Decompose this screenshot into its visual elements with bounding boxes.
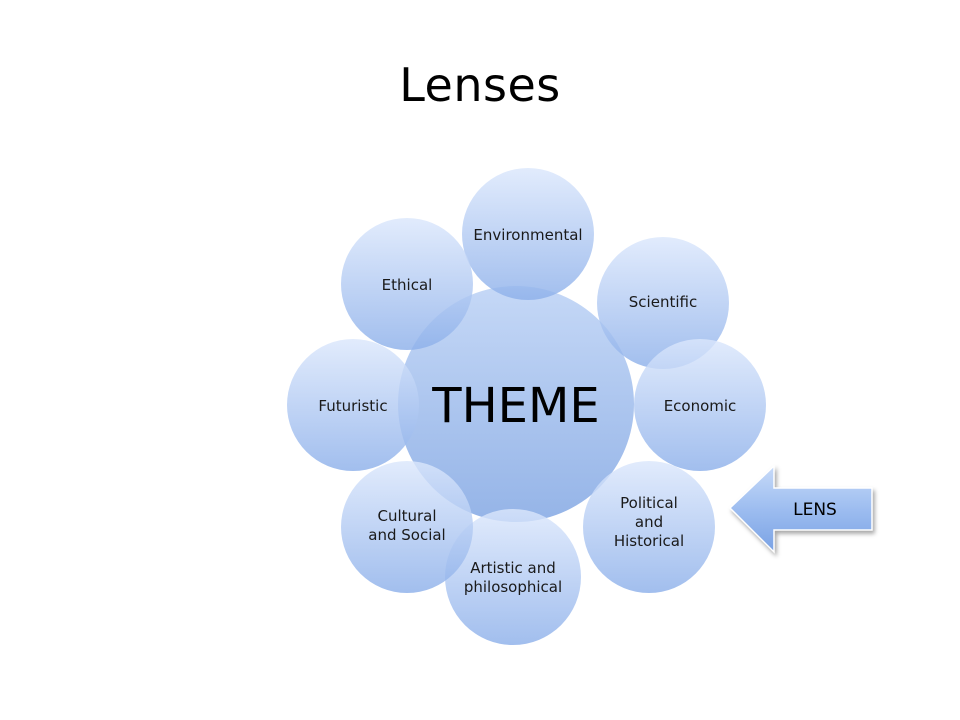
theme-label: THEME (431, 378, 599, 434)
lens-circle-cultural-social (341, 461, 473, 593)
lens-circle-ethical (341, 218, 473, 350)
left-arrow-icon (728, 464, 873, 554)
lens-environmental: Environmental (462, 168, 594, 300)
lens-label-ethical: Ethical (382, 276, 433, 294)
lens-circle-scientific (597, 237, 729, 369)
lens-label-economic: Economic (664, 397, 737, 415)
lens-label-artistic-philosophical: philosophical (464, 578, 562, 596)
lens-circle-economic (634, 339, 766, 471)
lens-futuristic: Futuristic (287, 339, 419, 471)
lens-label-scientific: Scientific (629, 293, 697, 311)
lens-circle-environmental (462, 168, 594, 300)
theme-circle (398, 286, 634, 522)
lens-callout: LENS (728, 464, 873, 554)
lens-circle-political-historical (583, 461, 715, 593)
lens-label-political-historical: and (635, 513, 663, 531)
lens-label-cultural-social: Cultural (377, 507, 436, 525)
lens-label-political-historical: Political (620, 494, 678, 512)
lens-circles: EnvironmentalScientificEconomicPolitical… (287, 168, 766, 645)
lens-label-artistic-philosophical: Artistic and (470, 559, 556, 577)
lens-label-environmental: Environmental (473, 226, 582, 244)
lens-circle-artistic-philosophical (445, 509, 581, 645)
theme-circle-group (398, 286, 634, 522)
slide-title: Lenses (399, 58, 561, 112)
lens-scientific: Scientific (597, 237, 729, 369)
lens-ethical: Ethical (341, 218, 473, 350)
lens-circle-futuristic (287, 339, 419, 471)
lens-label-futuristic: Futuristic (318, 397, 387, 415)
lens-label-political-historical: Historical (614, 532, 684, 550)
lens-economic: Economic (634, 339, 766, 471)
lens-label-cultural-social: and Social (368, 526, 445, 544)
lens-callout-label: LENS (793, 500, 837, 520)
